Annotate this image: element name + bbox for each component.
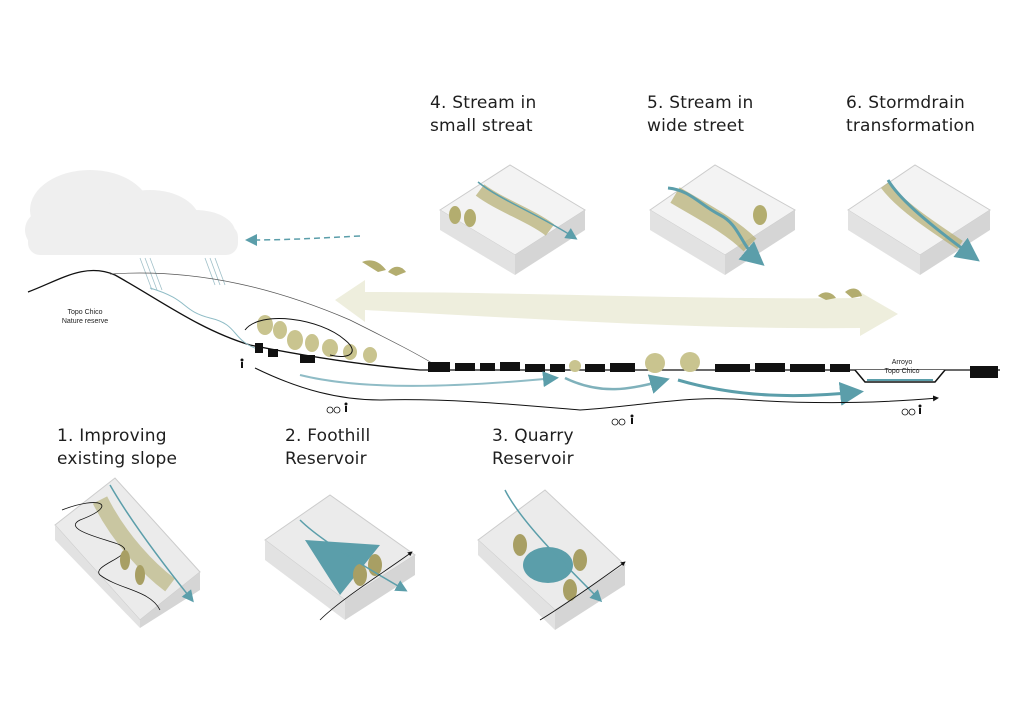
label-topo-chico-reserve: Topo Chico Nature reserve <box>50 308 120 326</box>
water-flow-1 <box>299 371 559 388</box>
mobility-path <box>254 367 939 411</box>
water-flow-3 <box>677 378 864 406</box>
iso-block-foothill-reservoir <box>264 494 416 621</box>
iso-block-stream-small-street <box>439 164 586 275</box>
title-line: 6. Stormdrain <box>846 93 966 113</box>
upper-terrain-line <box>109 272 441 369</box>
pedestrian-icon <box>240 358 922 424</box>
rain-lines <box>139 257 226 291</box>
iso-block-quarry-reservoir <box>477 489 626 630</box>
label-arroyo-topo-chico: Arroyo Topo Chico <box>872 358 932 376</box>
title-stream-small-street: 4. Stream in small streat <box>430 92 536 138</box>
place-line: Topo Chico <box>884 368 920 375</box>
title-line: 2. Foothill <box>285 426 371 446</box>
title-line: Reservoir <box>492 449 574 469</box>
iso-block-stream-wide-street <box>649 164 796 275</box>
title-line: Reservoir <box>285 449 367 469</box>
title-line: 1. Improving <box>57 426 167 446</box>
city-skyline <box>255 343 998 378</box>
evaporation-arrow <box>245 233 361 246</box>
place-line: Nature reserve <box>61 318 109 325</box>
slope-path-loop <box>244 318 353 357</box>
title-line: transformation <box>846 116 976 136</box>
biodiversity-flow-arrow <box>335 280 898 336</box>
title-line: 4. Stream in <box>430 93 537 113</box>
place-line: Arroyo <box>891 359 913 366</box>
bicycle-icon <box>326 406 916 426</box>
iso-block-improving-slope <box>54 477 201 628</box>
bird-icon <box>362 260 862 300</box>
place-line: Topo Chico <box>67 309 103 316</box>
title-stormdrain: 6. Stormdrain transformation <box>846 92 975 138</box>
title-line: 3. Quarry <box>492 426 574 446</box>
title-line: 5. Stream in <box>647 93 754 113</box>
title-improving-slope: 1. Improving existing slope <box>57 425 177 471</box>
stream-line <box>149 287 261 351</box>
water-flow-2 <box>564 374 670 394</box>
title-line: wide street <box>647 116 745 136</box>
slope-vegetation <box>257 315 700 373</box>
iso-block-stormdrain <box>847 164 991 275</box>
title-quarry-reservoir: 3. Quarry Reservoir <box>492 425 574 471</box>
title-foothill-reservoir: 2. Foothill Reservoir <box>285 425 370 471</box>
terrain-outline <box>27 269 1000 371</box>
cloud-icon <box>25 170 238 255</box>
title-line: existing slope <box>57 449 178 469</box>
title-line: small streat <box>430 116 533 136</box>
title-stream-wide-street: 5. Stream in wide street <box>647 92 753 138</box>
